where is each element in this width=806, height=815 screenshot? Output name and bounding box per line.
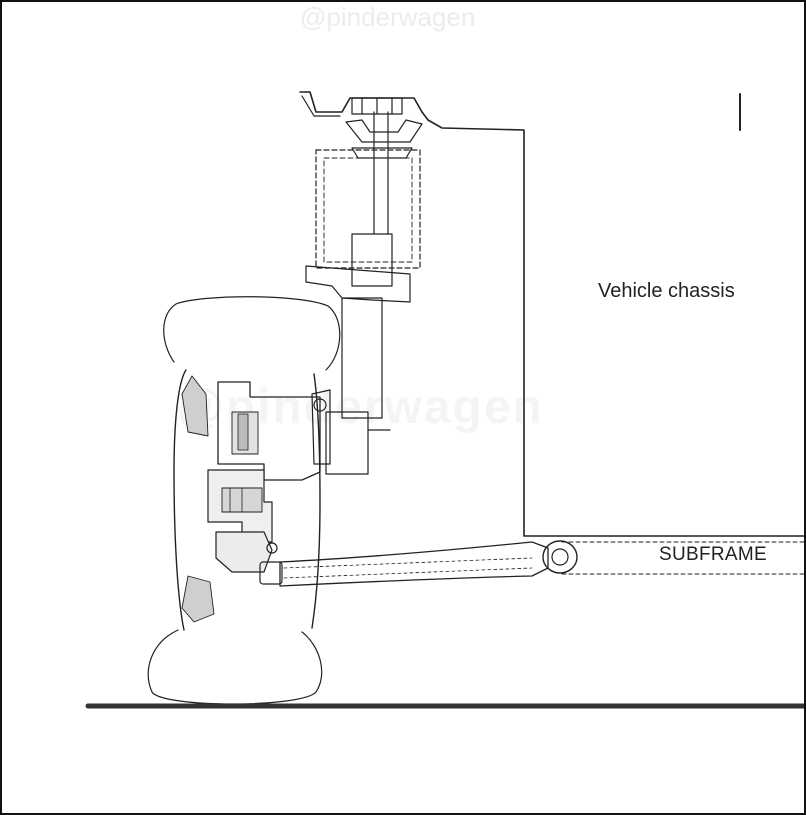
- lower-upright: [215, 531, 273, 573]
- wheel-bearing: [237, 413, 249, 451]
- control-arm-bushing: [542, 540, 578, 574]
- control-arm: [279, 541, 549, 587]
- watermark-top: @pinderwagen: [300, 2, 476, 32]
- strut-top-mount: [345, 97, 423, 159]
- damper-lower-body: [325, 411, 369, 475]
- ball-joint: [259, 561, 283, 585]
- chassis-edge: [301, 95, 341, 117]
- wheel-rim: [173, 369, 321, 631]
- subframe-label: SUBFRAME: [659, 544, 767, 565]
- knuckle-clamp: [311, 389, 331, 465]
- damper-upper-body: [351, 233, 393, 287]
- damper-tube: [341, 297, 383, 419]
- hub-carrier: [217, 381, 321, 481]
- chassis-outline: [299, 91, 804, 537]
- spring-seat: [305, 265, 411, 303]
- vehicle-chassis-label: Vehicle chassis: [598, 280, 735, 302]
- tire-upper: [163, 296, 341, 371]
- tire-lower: [147, 629, 323, 705]
- spring-outline: [315, 149, 421, 269]
